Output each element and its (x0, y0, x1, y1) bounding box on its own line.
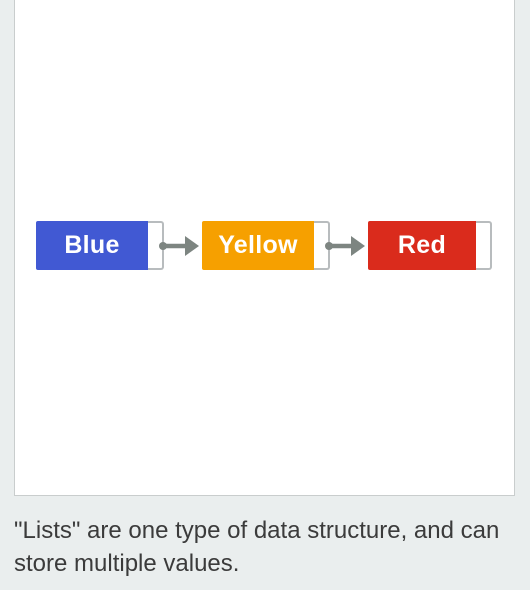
list-node-yellow: Yellow (202, 221, 330, 270)
diagram-canvas: Blue Yellow Red (14, 0, 515, 496)
list-node-blue: Blue (36, 221, 164, 270)
arrow-icon (159, 236, 199, 256)
list-node-value: Red (368, 221, 476, 270)
list-node-value: Yellow (202, 221, 314, 270)
list-node-pointer (476, 221, 492, 270)
list-node-value: Blue (36, 221, 148, 270)
list-node-red: Red (368, 221, 492, 270)
caption-text: "Lists" are one type of data structure, … (14, 517, 500, 577)
arrow-icon (325, 236, 365, 256)
